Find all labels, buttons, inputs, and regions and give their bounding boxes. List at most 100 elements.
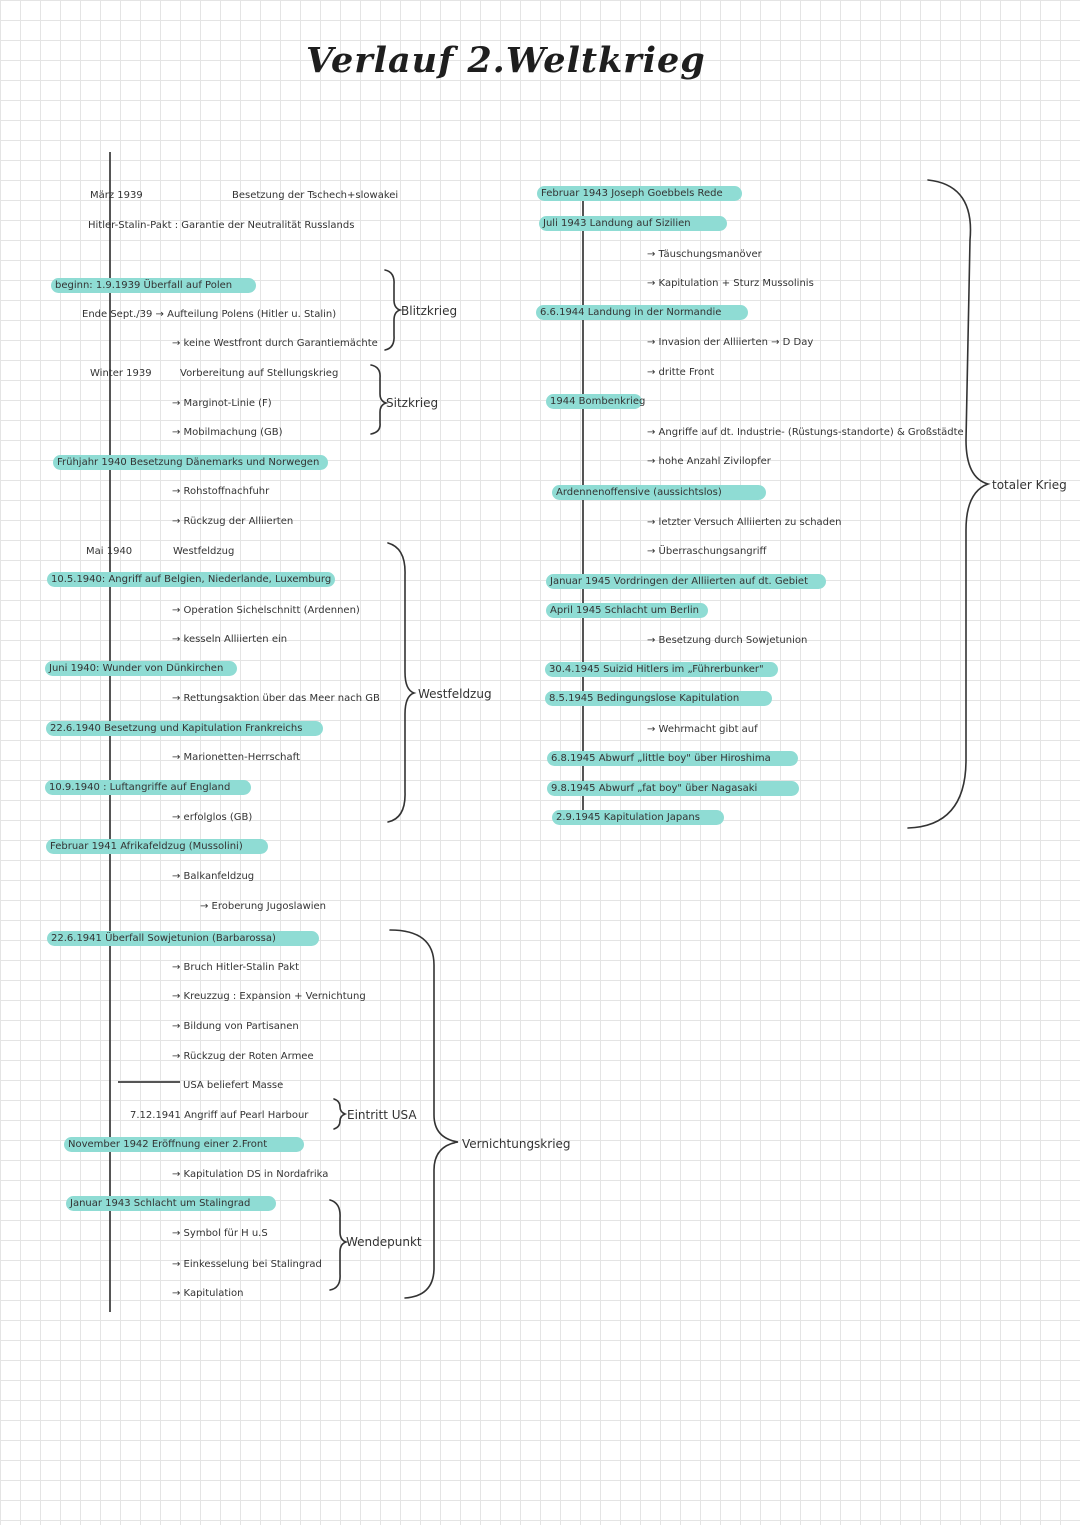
- right-timeline-highlight: [547, 781, 799, 796]
- left-timeline-entry: Mai 1940: [86, 546, 133, 557]
- right-timeline-highlight: [546, 574, 826, 589]
- left-timeline-entry: 22.6.1941 Überfall Sowjetunion (Barbaros…: [51, 933, 276, 944]
- right-timeline-entry: 30.4.1945 Suizid Hitlers im „Führerbunke…: [549, 664, 764, 675]
- brace-label: totaler Krieg: [992, 478, 1067, 492]
- brace-label: Vernichtungskrieg: [462, 1137, 571, 1151]
- right-timeline-entry: Februar 1943 Joseph Goebbels Rede: [541, 188, 723, 199]
- right-timeline-entry: → hohe Anzahl Zivilopfer: [647, 456, 771, 467]
- left-timeline-entry: → Operation Sichelschnitt (Ardennen): [172, 605, 360, 616]
- right-timeline-entry: 6.8.1945 Abwurf „little boy" über Hirosh…: [551, 753, 771, 764]
- right-timeline-entry: → Invasion der Alliierten → D Day: [647, 337, 814, 348]
- left-timeline-entry: → kesseln Alliierten ein: [172, 634, 288, 645]
- left-timeline-entry: → Marginot-Linie (F): [172, 398, 272, 409]
- left-timeline-entry: November 1942 Eröffnung einer 2.Front: [68, 1139, 268, 1150]
- right-timeline-highlight: [546, 603, 708, 618]
- left-timeline-entry: → Kapitulation: [172, 1288, 244, 1299]
- left-timeline-entry: → Einkesselung bei Stalingrad: [172, 1259, 322, 1270]
- left-timeline-entry: → keine Westfront durch Garantiemächte: [172, 338, 378, 349]
- brace-wendepunkt: [329, 1199, 349, 1291]
- left-timeline-highlight: [47, 572, 335, 587]
- brace-totaler-krieg: [907, 179, 991, 829]
- right-timeline-entry: → Besetzung durch Sowjetunion: [647, 635, 808, 646]
- left-timeline-entry: → Symbol für H u.S: [172, 1228, 268, 1239]
- left-timeline-entry: → erfolglos (GB): [172, 812, 253, 823]
- right-timeline-highlight: [539, 216, 727, 231]
- brace-label: Eintritt USA: [347, 1108, 417, 1122]
- right-timeline-highlight: [552, 485, 766, 500]
- left-timeline-entry: → Rückzug der Roten Armee: [172, 1051, 314, 1062]
- brace-usa: [333, 1098, 348, 1130]
- right-timeline-highlight: [545, 662, 778, 677]
- left-timeline-highlight: [53, 455, 328, 470]
- left-timeline-entry: Januar 1943 Schlacht um Stalingrad: [70, 1198, 251, 1209]
- brace-label: Blitzkrieg: [401, 304, 458, 318]
- left-timeline-entry: Westfeldzug: [173, 546, 235, 557]
- left-timeline-highlight: [66, 1196, 276, 1211]
- left-timeline-entry: 22.6.1940 Besetzung und Kapitulation Fra…: [50, 723, 303, 734]
- left-timeline-entry: Winter 1939: [90, 368, 152, 379]
- right-timeline-entry: → Kapitulation + Sturz Mussolinis: [647, 278, 814, 289]
- right-timeline-highlight: [546, 394, 642, 409]
- right-timeline-entry: → Überraschungsangriff: [647, 546, 767, 557]
- left-timeline-entry: → Balkanfeldzug: [172, 871, 255, 882]
- right-timeline-entry: 6.6.1944 Landung in der Normandie: [540, 307, 722, 318]
- left-timeline-entry: → Rettungsaktion über das Meer nach GB: [172, 693, 380, 704]
- right-timeline-entry: → Wehrmacht gibt auf: [647, 724, 758, 735]
- left-timeline-entry: → Bildung von Partisanen: [172, 1021, 299, 1032]
- left-timeline-highlight: [46, 721, 323, 736]
- right-timeline-entry: → dritte Front: [647, 367, 715, 378]
- right-timeline-highlight: [552, 810, 724, 825]
- left-timeline-highlight: [46, 839, 268, 854]
- left-timeline-entry: → Eroberung Jugoslawien: [200, 901, 327, 912]
- brace-vernichtungskrieg: [389, 929, 459, 1299]
- brace-label: Wendepunkt: [346, 1235, 422, 1249]
- right-timeline-highlight: [545, 691, 772, 706]
- left-timeline-entry: → Bruch Hitler-Stalin Pakt: [172, 962, 300, 973]
- page-title: Verlauf 2.Weltkrieg: [306, 40, 706, 81]
- left-timeline-highlight: [45, 661, 237, 676]
- brace-westfeldzug: [387, 542, 417, 823]
- right-timeline-entry: Ardennenoffensive (aussichtslos): [556, 487, 722, 498]
- left-timeline-entry: Frühjahr 1940 Besetzung Dänemarks und No…: [57, 457, 320, 468]
- left-timeline-entry: → Rückzug der Alliierten: [172, 516, 294, 527]
- right-timeline-entry: → letzter Versuch Alliierten zu schaden: [647, 517, 842, 528]
- right-timeline-entry: 9.8.1945 Abwurf „fat boy" über Nagasaki: [551, 783, 758, 794]
- left-timeline-entry: Ende Sept./39 → Aufteilung Polens (Hitle…: [82, 309, 337, 320]
- right-timeline-entry: 8.5.1945 Bedingungslose Kapitulation: [549, 693, 740, 704]
- brace-blitzkrieg: [384, 269, 403, 351]
- brace-label: Westfeldzug: [418, 687, 492, 701]
- right-timeline-entry: 2.9.1945 Kapitulation Japans: [556, 812, 700, 823]
- left-timeline-highlight: [51, 278, 256, 293]
- left-timeline-entry: März 1939: [90, 190, 143, 201]
- left-timeline-entry: Hitler-Stalin-Pakt : Garantie der Neutra…: [88, 220, 355, 231]
- left-timeline-entry: USA beliefert Masse: [183, 1080, 284, 1091]
- left-timeline-entry: beginn: 1.9.1939 Überfall auf Polen: [55, 280, 233, 291]
- right-timeline-entry: → Angriffe auf dt. Industrie- (Rüstungs-…: [647, 427, 964, 438]
- left-timeline-entry: → Mobilmachung (GB): [172, 427, 283, 438]
- left-timeline-entry: Besetzung der Tschech+slowakei: [232, 190, 399, 201]
- brace-sitzkrieg: [370, 364, 389, 435]
- left-timeline-entry: Februar 1941 Afrikafeldzug (Mussolini): [50, 841, 243, 852]
- right-timeline-entry: Juli 1943 Landung auf Sizilien: [543, 218, 691, 229]
- right-timeline-entry: Januar 1945 Vordringen der Alliierten au…: [550, 576, 808, 587]
- usa-arrow-line: [118, 1081, 180, 1083]
- right-timeline-entry: April 1945 Schlacht um Berlin: [550, 605, 699, 616]
- right-timeline-highlight: [547, 751, 798, 766]
- left-timeline-entry: Vorbereitung auf Stellungskrieg: [180, 368, 339, 379]
- left-timeline-entry: → Marionetten-Herrschaft: [172, 752, 300, 763]
- left-timeline-highlight: [45, 780, 251, 795]
- right-timeline-highlight: [536, 305, 748, 320]
- left-timeline-highlight: [64, 1137, 304, 1152]
- left-timeline-entry: 7.12.1941 Angriff auf Pearl Harbour: [130, 1110, 309, 1121]
- right-timeline-highlight: [537, 186, 742, 201]
- left-timeline-entry: → Kreuzzug : Expansion + Vernichtung: [172, 991, 366, 1002]
- left-timeline-entry: → Rohstoffnachfuhr: [172, 486, 270, 497]
- left-timeline-entry: 10.9.1940 : Luftangriffe auf England: [49, 782, 231, 793]
- timeline-line-right: [582, 192, 584, 822]
- left-timeline-highlight: [47, 931, 319, 946]
- left-timeline-entry: 10.5.1940: Angriff auf Belgien, Niederla…: [51, 574, 332, 585]
- right-timeline-entry: 1944 Bombenkrieg: [550, 396, 646, 407]
- left-timeline-entry: Juni 1940: Wunder von Dünkirchen: [49, 663, 224, 674]
